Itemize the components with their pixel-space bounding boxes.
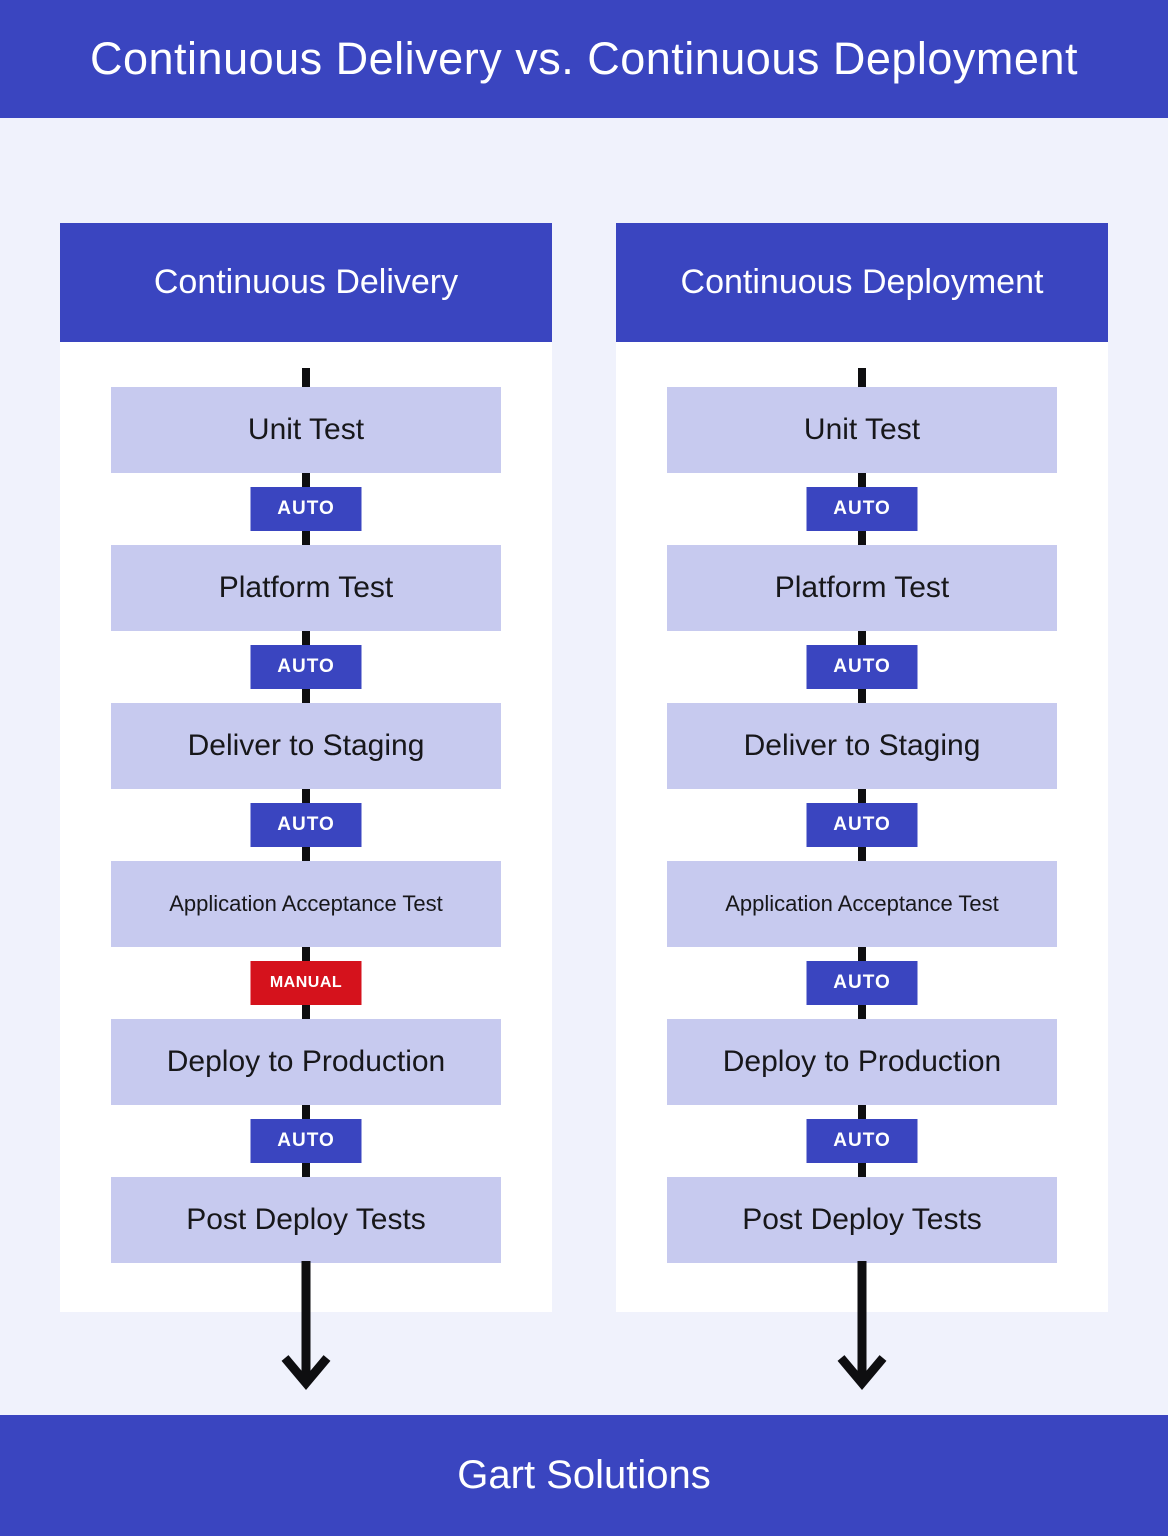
column-continuous-deployment: Continuous Deployment Unit Test AUTO Pla… [616,223,1108,1312]
column-title: Continuous Deployment [680,263,1044,301]
column-continuous-delivery: Continuous Delivery Unit Test AUTO Platf… [60,223,552,1312]
step-post-deploy-tests: Post Deploy Tests [667,1177,1057,1263]
brand-name: Gart Solutions [457,1453,711,1497]
down-arrow-icon [281,1261,331,1390]
step-deploy-to-production: Deploy to Production [111,1019,501,1105]
column-header-continuous-delivery: Continuous Delivery [60,223,552,342]
step-post-deploy-tests: Post Deploy Tests [111,1177,501,1263]
auto-badge: AUTO [806,487,918,531]
step-application-acceptance-test: Application Acceptance Test [111,861,501,947]
auto-badge: AUTO [250,803,362,847]
column-header-continuous-deployment: Continuous Deployment [616,223,1108,342]
step-unit-test: Unit Test [111,387,501,473]
auto-badge: AUTO [806,803,918,847]
step-platform-test: Platform Test [667,545,1057,631]
footer-banner: Gart Solutions [0,1415,1168,1536]
auto-badge: AUTO [806,645,918,689]
column-title: Continuous Delivery [153,263,459,301]
auto-badge: AUTO [250,1119,362,1163]
step-deliver-to-staging: Deliver to Staging [667,703,1057,789]
step-application-acceptance-test: Application Acceptance Test [667,861,1057,947]
pipeline-continuous-deployment: Unit Test AUTO Platform Test AUTO Delive… [616,342,1108,1312]
auto-badge: AUTO [250,487,362,531]
step-unit-test: Unit Test [667,387,1057,473]
pipeline-continuous-delivery: Unit Test AUTO Platform Test AUTO Delive… [60,342,552,1312]
step-deliver-to-staging: Deliver to Staging [111,703,501,789]
auto-badge: AUTO [806,1119,918,1163]
step-platform-test: Platform Test [111,545,501,631]
down-arrow-icon [837,1261,887,1390]
auto-badge: AUTO [806,961,918,1005]
manual-badge: MANUAL [250,961,362,1005]
step-deploy-to-production: Deploy to Production [667,1019,1057,1105]
top-banner: Continuous Delivery vs. Continuous Deplo… [0,0,1168,118]
auto-badge: AUTO [250,645,362,689]
page-title: Continuous Delivery vs. Continuous Deplo… [90,33,1078,84]
